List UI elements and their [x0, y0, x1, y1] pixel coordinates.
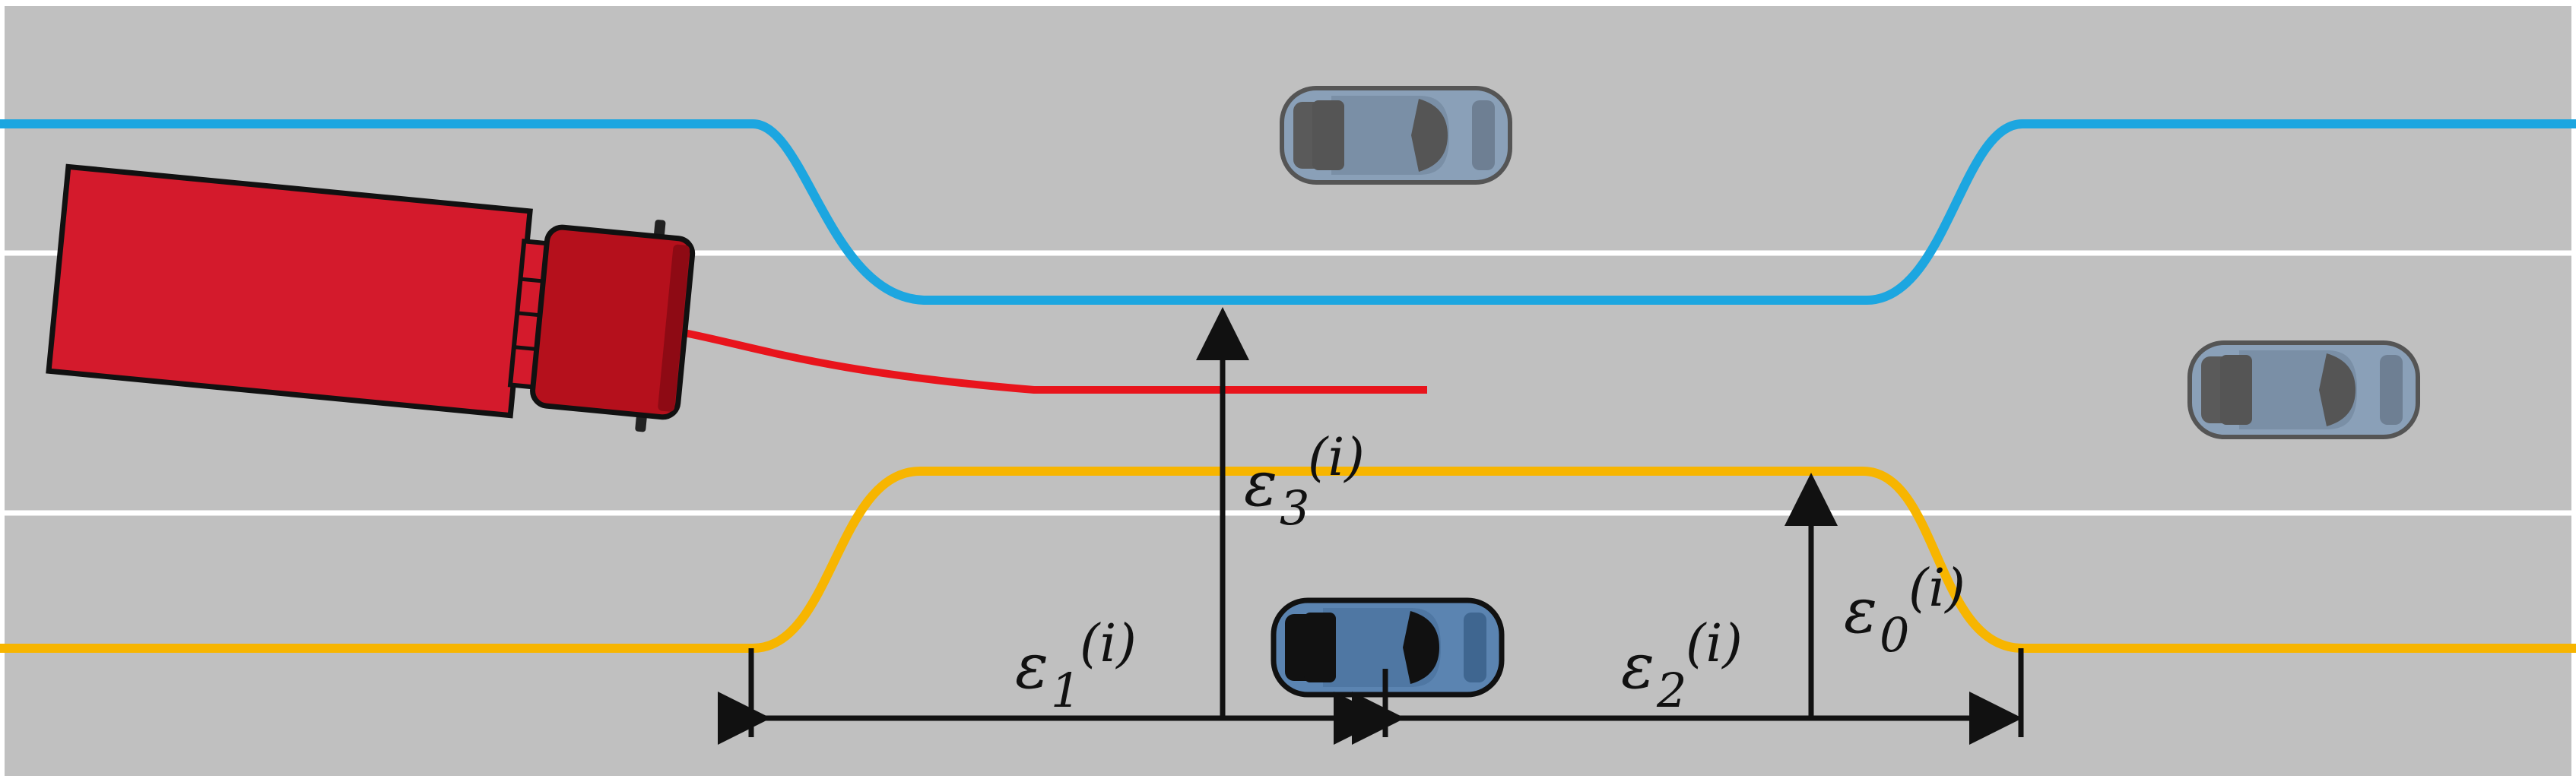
truck-mirrors	[635, 220, 666, 432]
lower-boundary-line	[0, 467, 2576, 653]
eps3-sub: 3	[1280, 480, 1309, 536]
eps3-sup: (i)	[1308, 428, 1365, 488]
label-eps0: ε 0 (i)	[1844, 559, 1965, 663]
eps2-base: ε	[1621, 631, 1654, 703]
eps3-base: ε	[1244, 448, 1277, 521]
truck	[46, 163, 696, 432]
label-eps3: ε 3 (i)	[1244, 428, 1365, 536]
truck-trailer	[46, 163, 533, 419]
label-eps1: ε 1 (i)	[1015, 614, 1137, 718]
eps2-sup: (i)	[1686, 614, 1743, 674]
eps1-base: ε	[1015, 631, 1048, 703]
ego-car	[1271, 597, 1505, 698]
eps0-sub: 0	[1880, 607, 1909, 663]
eps1-sup: (i)	[1080, 614, 1137, 674]
dimension-lines	[718, 307, 2024, 745]
eps1-sub: 1	[1051, 663, 1080, 718]
upper-boundary-line	[0, 119, 2576, 305]
label-eps2: ε 2 (i)	[1621, 614, 1743, 718]
car-right	[2187, 340, 2420, 439]
eps2-sub: 2	[1656, 663, 1686, 718]
eps0-sup: (i)	[1908, 559, 1965, 619]
truck-cab	[530, 224, 696, 420]
car-top	[1280, 86, 1512, 185]
eps0-base: ε	[1844, 575, 1877, 647]
truck-trajectory	[680, 328, 1427, 394]
